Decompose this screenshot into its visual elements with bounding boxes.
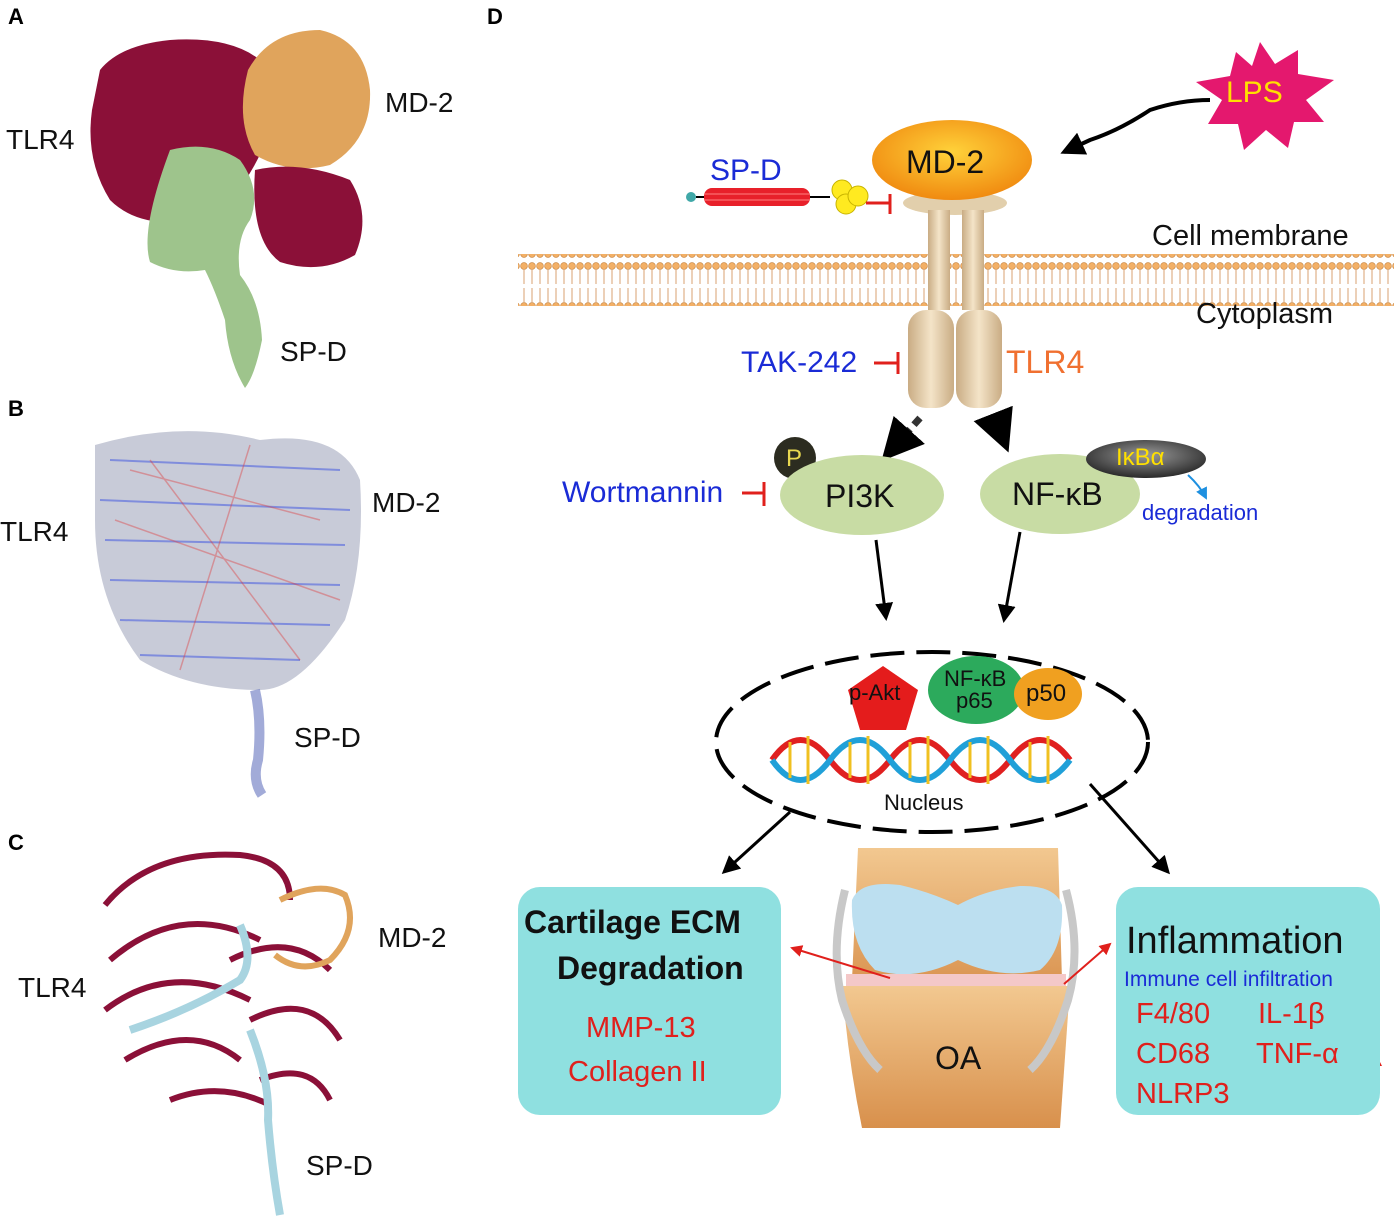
tak242-label: TAK-242: [741, 346, 858, 379]
degradation-label: degradation: [1142, 500, 1259, 525]
tlr4-to-nfkb-arrow: [973, 405, 1013, 453]
spd-molecule: [686, 179, 869, 215]
pakt-label: p-Akt: [849, 680, 901, 705]
panel-a-structure: [90, 30, 371, 388]
spd-label: SP-D: [710, 154, 782, 187]
p50-ellipse: [1014, 668, 1082, 720]
immune-infiltration-label: Immune cell infiltration: [1124, 968, 1333, 991]
cell-membrane-label: Cell membrane: [1152, 220, 1349, 252]
il1b-label: IL-1β: [1258, 998, 1325, 1030]
nucleus-to-cartilage-arrow: [721, 810, 792, 875]
lps-star: [1196, 42, 1334, 150]
md2-ellipse: [872, 120, 1032, 200]
inflammation-title: Inflammation: [1126, 920, 1344, 962]
lps-label: LPS: [1226, 76, 1283, 109]
mmp13-label: MMP-13: [586, 1012, 696, 1044]
p50-label: p50: [1026, 680, 1067, 707]
phosphate-label: P: [786, 445, 803, 472]
knee-to-inflammation-arrow: [1063, 942, 1112, 985]
f480-label: F4/80: [1136, 998, 1211, 1030]
dna-helix: [769, 736, 1073, 784]
tnfa-label: TNF-α: [1256, 1038, 1339, 1070]
panel-c-letter: C: [8, 830, 24, 855]
nucleus-outline: [714, 650, 1150, 834]
lps-to-md2-arrow: [1060, 98, 1211, 155]
nucleus-label: Nucleus: [884, 790, 964, 815]
panel-b-letter: B: [8, 396, 24, 421]
inflammation-box: [1116, 887, 1380, 1115]
ikba-ellipse: [1086, 440, 1206, 478]
panel-c-md2-label: MD-2: [378, 922, 447, 953]
pi3k-ellipse: [780, 455, 944, 535]
collagen-label: Collagen II: [568, 1056, 707, 1088]
cartilage-ecm-box: [518, 887, 781, 1115]
nfkb-label: NF-κB: [1012, 476, 1103, 512]
panel-b-md2-label: MD-2: [372, 487, 441, 518]
md2-label: MD-2: [906, 144, 985, 180]
nfkb-ellipse: [980, 454, 1140, 534]
wortmannin-inhibit-bar: [742, 482, 766, 506]
pakt-pentagon: [848, 666, 918, 730]
panel-a-tlr4-label: TLR4: [6, 124, 75, 155]
knee-to-cartilage-arrow: [790, 945, 891, 979]
degradation-arrow: [1187, 474, 1207, 500]
tak242-inhibit-bar: [874, 352, 900, 374]
panel-a-letter: A: [8, 4, 24, 29]
p65-label: p65: [956, 688, 993, 713]
tlr4-label: TLR4: [1006, 344, 1085, 380]
panel-d-letter: D: [487, 4, 503, 29]
pi3k-label: PI3K: [825, 478, 895, 514]
panel-b-tlr4-label: TLR4: [0, 516, 69, 547]
panel-c-tlr4-label: TLR4: [18, 972, 87, 1003]
knee-joint: [832, 848, 1079, 1128]
oa-label: OA: [935, 1040, 982, 1076]
nfkb-p65-ellipse: [928, 656, 1024, 724]
nucleus-to-inflammation-arrow: [1088, 783, 1170, 875]
panel-a-md2-label: MD-2: [385, 87, 454, 118]
nlrp3-label: NLRP3: [1136, 1078, 1230, 1110]
tlr4-receptor: [903, 191, 1007, 408]
nfkb-nuclear-label: NF-κB: [944, 666, 1007, 691]
cytoplasm-label: Cytoplasm: [1196, 298, 1333, 330]
panel-c-spd-label: SP-D: [306, 1150, 373, 1181]
cd68-label: CD68: [1136, 1038, 1211, 1070]
cartilage-title-line1: Cartilage ECM: [524, 904, 741, 940]
panel-a-spd-label: SP-D: [280, 336, 347, 367]
ikba-label: IκBα: [1116, 444, 1165, 471]
cartilage-title-line2: Degradation: [557, 950, 744, 986]
panel-b-structure: [95, 431, 361, 798]
pi3k-to-nucleus-arrow: [874, 539, 894, 621]
cell-membrane-bilayer: [518, 254, 1394, 306]
panel-c-structure: [102, 851, 353, 1216]
nfkb-to-nucleus-arrow: [997, 531, 1022, 623]
tlr4-to-pi3k-arrow: [881, 415, 925, 462]
panel-b-spd-label: SP-D: [294, 722, 361, 753]
spd-inhibit-bar: [866, 194, 892, 214]
wortmannin-label: Wortmannin: [562, 476, 724, 509]
